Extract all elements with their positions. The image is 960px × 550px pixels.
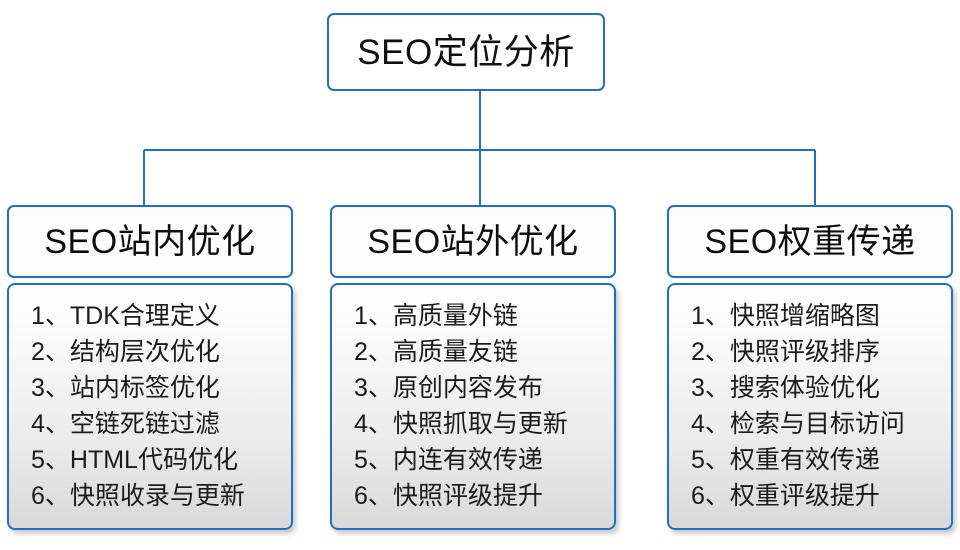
list-item-text: 站内标签优化 bbox=[69, 374, 220, 402]
list-item: 6、 快照收录与更新 bbox=[31, 478, 291, 514]
root-node-box: SEO定位分析 bbox=[327, 13, 605, 91]
root-node-label: SEO定位分析 bbox=[357, 32, 575, 72]
branch-header-box-2: SEO站外优化 bbox=[330, 205, 616, 278]
list-item-index: 2、 bbox=[354, 338, 393, 366]
list-item-text: 原创内容发布 bbox=[392, 374, 543, 402]
list-item: 1、 高质量外链 bbox=[354, 298, 614, 334]
list-item-index: 6、 bbox=[691, 482, 730, 510]
list-item-index: 5、 bbox=[691, 446, 730, 474]
branch-body-box-3: 1、 快照增缩略图 2、 快照评级排序 3、 搜索体验优化 4、 检索与目标访问… bbox=[667, 283, 953, 530]
list-item-index: 4、 bbox=[691, 410, 730, 438]
list-item: 3、 原创内容发布 bbox=[354, 370, 614, 406]
branch-body-box-1: 1、 TDK合理定义 2、 结构层次优化 3、 站内标签优化 4、 空链死链过滤… bbox=[7, 283, 293, 530]
list-item: 4、 快照抓取与更新 bbox=[354, 406, 614, 442]
list-item-text: 内连有效传递 bbox=[392, 446, 543, 474]
list-item-text: 高质量友链 bbox=[392, 338, 518, 366]
list-item: 4、 空链死链过滤 bbox=[31, 406, 291, 442]
list-item-text: 快照收录与更新 bbox=[69, 482, 245, 510]
branch-column-2: SEO站外优化 1、 高质量外链 2、 高质量友链 3、 原创内容发布 4、 快 bbox=[330, 205, 616, 530]
list-item-index: 5、 bbox=[31, 446, 70, 474]
list-item-index: 1、 bbox=[691, 302, 730, 330]
list-item-index: 6、 bbox=[354, 482, 393, 510]
branch-header-box-3: SEO权重传递 bbox=[667, 205, 953, 278]
list-item: 5、 HTML代码优化 bbox=[31, 442, 291, 478]
list-item: 5、 权重有效传递 bbox=[691, 442, 951, 478]
list-item: 5、 内连有效传递 bbox=[354, 442, 614, 478]
list-item-text: 快照评级排序 bbox=[729, 338, 880, 366]
list-item-text: TDK合理定义 bbox=[69, 302, 220, 330]
list-item-index: 3、 bbox=[691, 374, 730, 402]
list-item: 2、 快照评级排序 bbox=[691, 334, 951, 370]
list-item-index: 2、 bbox=[691, 338, 730, 366]
list-item-text: 高质量外链 bbox=[392, 302, 518, 330]
branch-column-3: SEO权重传递 1、 快照增缩略图 2、 快照评级排序 3、 搜索体验优化 4、 bbox=[667, 205, 953, 530]
list-item-index: 1、 bbox=[354, 302, 393, 330]
branch-header-label-1: SEO站内优化 bbox=[44, 222, 256, 261]
list-item-index: 2、 bbox=[31, 338, 70, 366]
list-item: 3、 搜索体验优化 bbox=[691, 370, 951, 406]
list-item-index: 3、 bbox=[31, 374, 70, 402]
branch-item-list-2: 1、 高质量外链 2、 高质量友链 3、 原创内容发布 4、 快照抓取与更新 5… bbox=[332, 298, 614, 514]
branch-item-list-1: 1、 TDK合理定义 2、 结构层次优化 3、 站内标签优化 4、 空链死链过滤… bbox=[9, 298, 291, 514]
list-item-index: 4、 bbox=[31, 410, 70, 438]
list-item: 2、 高质量友链 bbox=[354, 334, 614, 370]
list-item-text: 快照抓取与更新 bbox=[392, 410, 568, 438]
list-item-text: 结构层次优化 bbox=[69, 338, 220, 366]
list-item: 6、 快照评级提升 bbox=[354, 478, 614, 514]
list-item-text: 搜索体验优化 bbox=[729, 374, 880, 402]
list-item: 3、 站内标签优化 bbox=[31, 370, 291, 406]
list-item-text: 快照增缩略图 bbox=[729, 302, 880, 330]
branch-header-label-3: SEO权重传递 bbox=[704, 222, 916, 261]
branch-item-list-3: 1、 快照增缩略图 2、 快照评级排序 3、 搜索体验优化 4、 检索与目标访问… bbox=[669, 298, 951, 514]
list-item-text: 空链死链过滤 bbox=[69, 410, 220, 438]
list-item: 2、 结构层次优化 bbox=[31, 334, 291, 370]
list-item-index: 5、 bbox=[354, 446, 393, 474]
list-item-text: 快照评级提升 bbox=[392, 482, 543, 510]
branch-header-label-2: SEO站外优化 bbox=[367, 222, 579, 261]
list-item-text: HTML代码优化 bbox=[69, 446, 238, 474]
list-item: 1、 TDK合理定义 bbox=[31, 298, 291, 334]
branch-body-box-2: 1、 高质量外链 2、 高质量友链 3、 原创内容发布 4、 快照抓取与更新 5… bbox=[330, 283, 616, 530]
list-item-text: 权重评级提升 bbox=[729, 482, 880, 510]
branch-column-1: SEO站内优化 1、 TDK合理定义 2、 结构层次优化 3、 站内标签优化 4… bbox=[7, 205, 293, 530]
list-item: 4、 检索与目标访问 bbox=[691, 406, 951, 442]
list-item-text: 权重有效传递 bbox=[729, 446, 880, 474]
list-item-text: 检索与目标访问 bbox=[729, 410, 905, 438]
list-item-index: 4、 bbox=[354, 410, 393, 438]
list-item-index: 1、 bbox=[31, 302, 70, 330]
list-item-index: 6、 bbox=[31, 482, 70, 510]
list-item: 1、 快照增缩略图 bbox=[691, 298, 951, 334]
branch-header-box-1: SEO站内优化 bbox=[7, 205, 293, 278]
list-item-index: 3、 bbox=[354, 374, 393, 402]
list-item: 6、 权重评级提升 bbox=[691, 478, 951, 514]
